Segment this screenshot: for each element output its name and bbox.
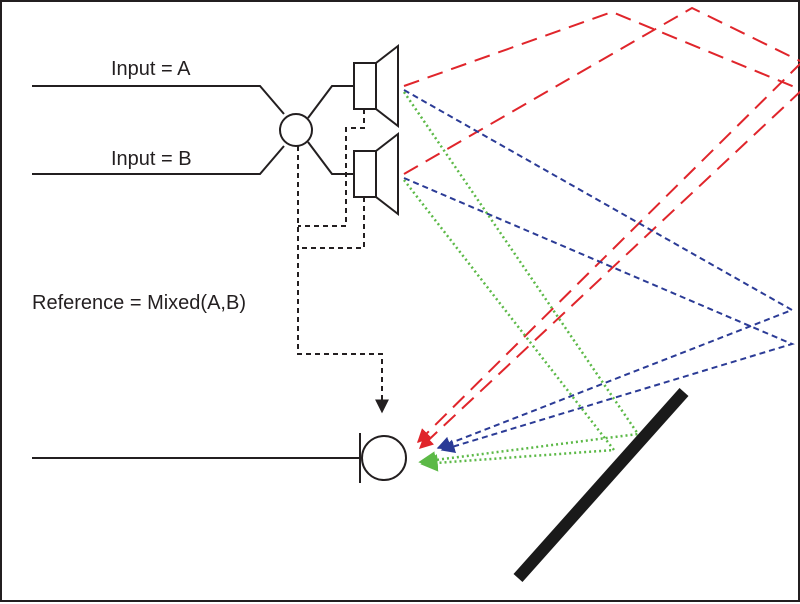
mixer-to-speaker-b-line [307, 141, 354, 175]
microphone-icon [32, 433, 407, 483]
input-a-label: Input = A [111, 58, 191, 80]
input-b-line [32, 145, 285, 175]
reference-label: Reference = Mixed(A,B) [32, 292, 246, 314]
mixer-node [279, 113, 313, 147]
speaker-a-icon [353, 43, 399, 129]
red-reflection-paths [403, 6, 800, 449]
input-b-label: Input = B [111, 148, 192, 170]
reference-signal-path [297, 109, 389, 414]
blue-reflection-paths [403, 89, 795, 454]
input-a-line [32, 85, 285, 115]
speaker-b-icon [353, 131, 399, 217]
mixer-to-speaker-a-line [307, 85, 354, 119]
green-reflection-paths [402, 91, 641, 472]
reflecting-wall [513, 388, 689, 582]
